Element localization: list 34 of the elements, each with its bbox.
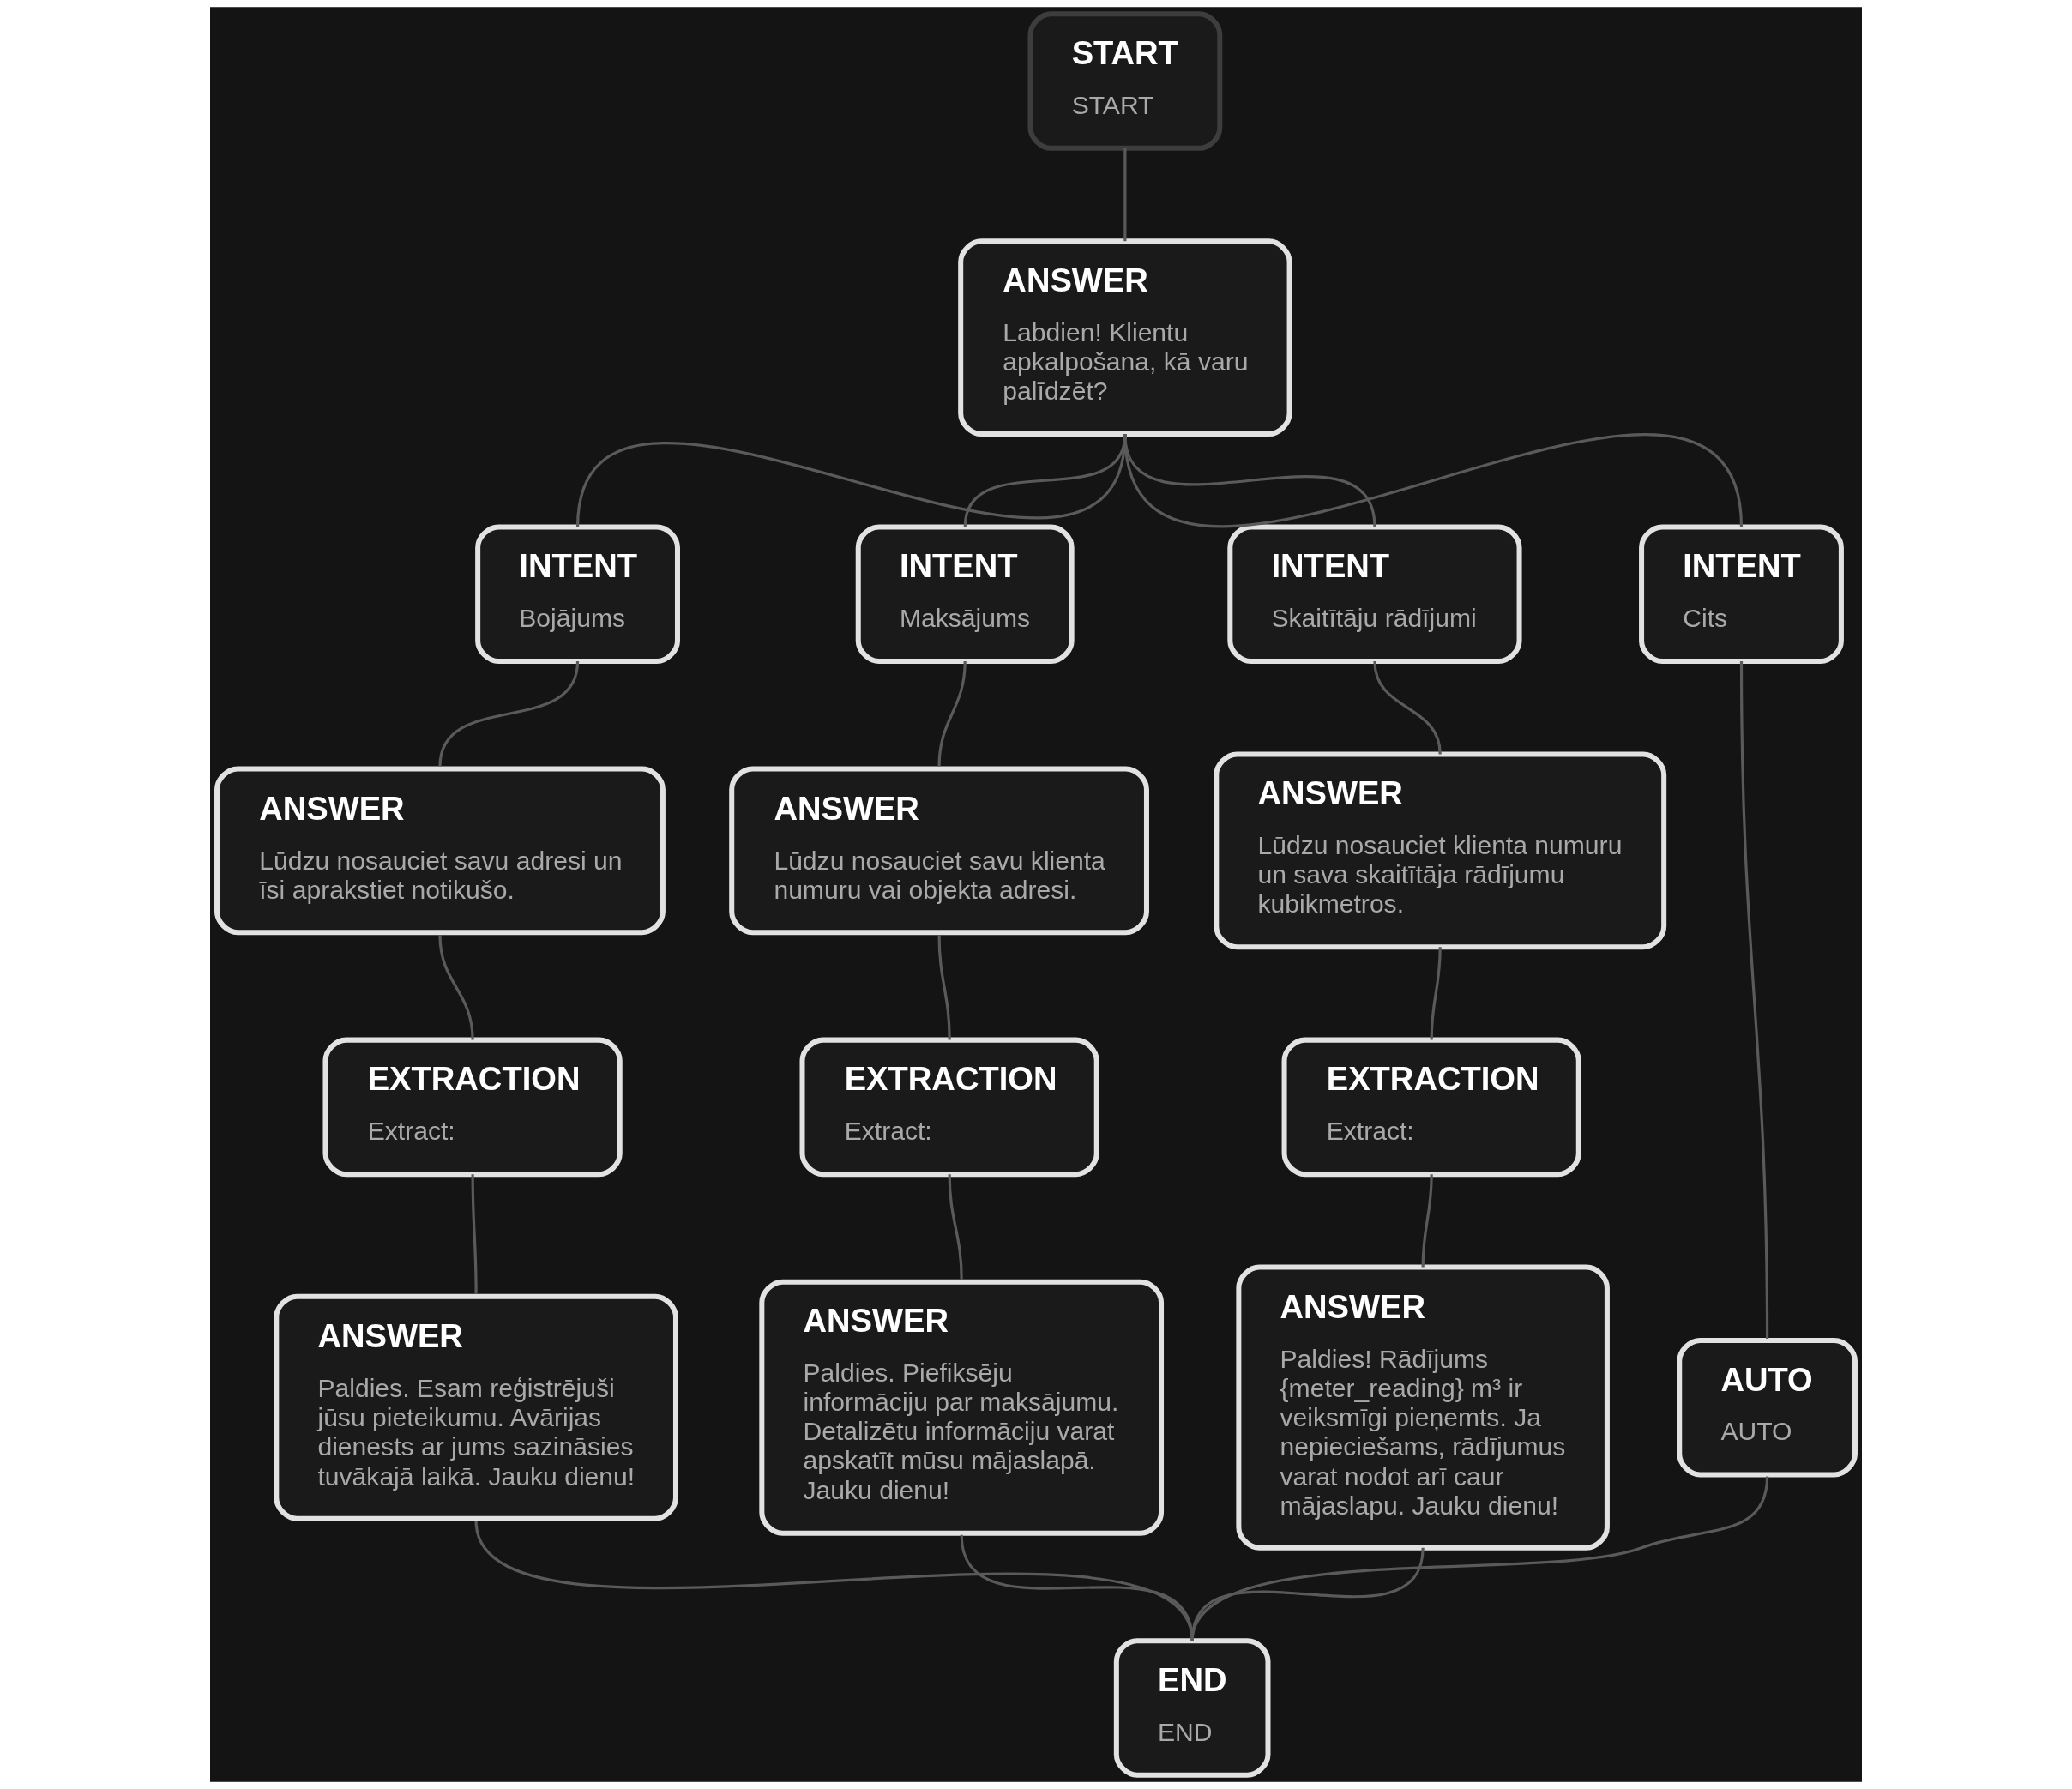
connector: [960, 1534, 1194, 1641]
node-box: ANSWER Labdien! Klientu apkalpošana, kā varu palīdzēt?: [958, 238, 1292, 437]
node-box: ANSWER Paldies. Esam reģistrējuši jūsu pieteikumu. Avārijas dienests ar jums sazināsies tuvākajā laikā. Jauku dienu!: [274, 1293, 678, 1521]
connector: [1421, 1174, 1433, 1268]
connector: [1123, 148, 1127, 242]
connector: [1123, 433, 1744, 527]
node-box: EXTRACTION Extract:: [799, 1037, 1099, 1178]
node-box: INTENT Cits: [1639, 524, 1844, 664]
connector: [1190, 1547, 1424, 1641]
connector: [948, 1174, 963, 1280]
connector: [471, 1174, 478, 1294]
node-box: INTENT Skaitītāju rādījumi: [1227, 524, 1522, 664]
node-box: INTENT Bojājums: [475, 524, 680, 664]
node-box: ANSWER Paldies! Rādījums {meter_reading} m³ ir veiksmīgi pieņemts. Ja nepieciešams, rādījumus varat nodot arī caur mājaslapu. Jauku dienu!: [1236, 1264, 1610, 1551]
connector: [474, 1521, 1194, 1641]
connector: [1123, 433, 1376, 527]
node-box: AUTO AUTO: [1677, 1337, 1858, 1478]
connector: [1373, 660, 1442, 755]
node-box: ANSWER Lūdzu nosauciet savu klienta numuru vai objekta adresi.: [729, 766, 1149, 936]
connector: [937, 660, 967, 767]
node-box: EXTRACTION Extract:: [322, 1037, 623, 1178]
connector: [1190, 1476, 1769, 1641]
connector: [438, 660, 580, 767]
node-box: START START: [1027, 11, 1223, 151]
node-box: ANSWER Lūdzu nosauciet klienta numuru un sava skaitītāja rādījumu kubikmetros.: [1214, 751, 1667, 950]
connector: [438, 935, 474, 1040]
connector: [1430, 947, 1442, 1040]
node-box: INTENT Maksājums: [855, 524, 1075, 664]
connector: [937, 935, 951, 1040]
node-box: END END: [1113, 1638, 1271, 1778]
node-box: ANSWER Paldies. Piefiksēju informāciju par maksājumu. Detalizētu informāciju varat apskatīt mūsu mājaslapā. Jauku dienu!: [759, 1279, 1165, 1536]
node-box: EXTRACTION Extract:: [1281, 1037, 1581, 1178]
connector: [1739, 661, 1769, 1339]
node-box: ANSWER Lūdzu nosauciet savu adresi un īsi aprakstiet notikušo.: [214, 766, 666, 936]
